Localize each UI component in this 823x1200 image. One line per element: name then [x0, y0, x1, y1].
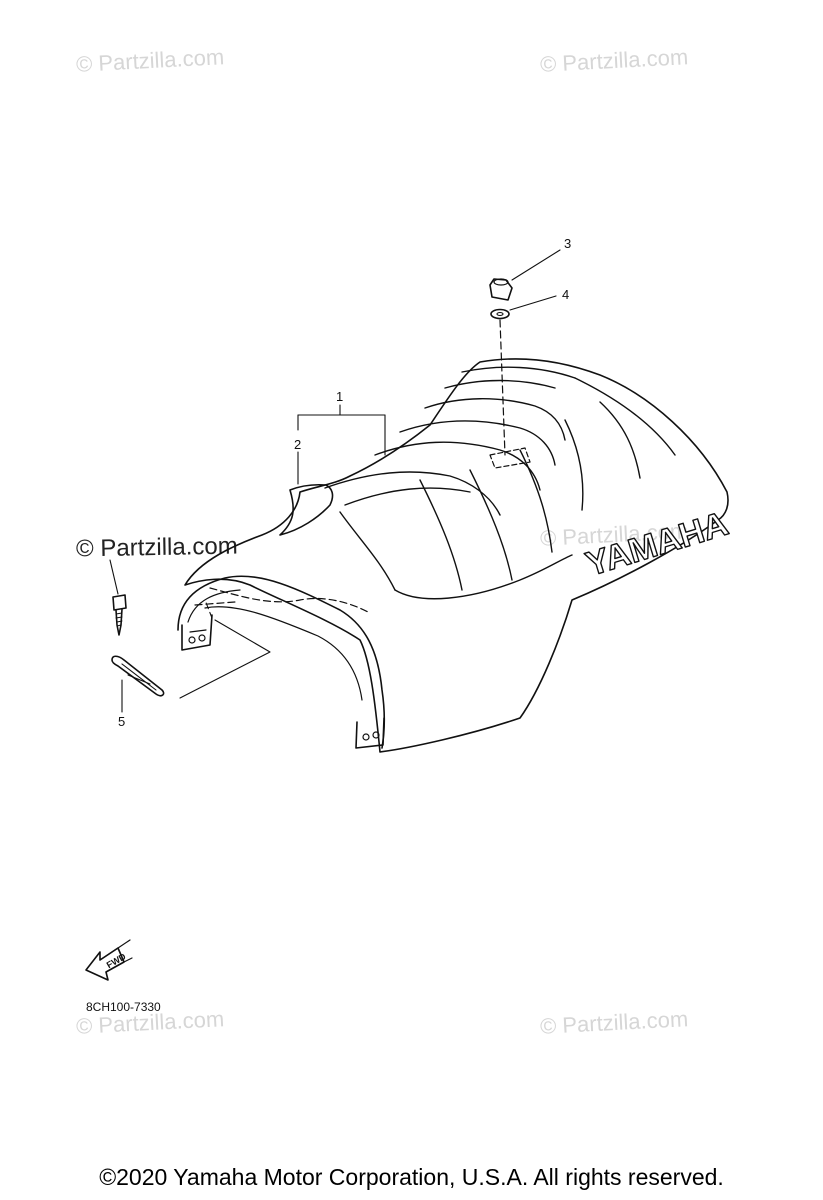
diagram-code: 8CH100-7330: [86, 1000, 161, 1014]
nut-part: [489, 278, 513, 301]
forward-direction-arrow: FWD: [85, 939, 133, 981]
callout-1: 1: [336, 389, 343, 404]
screw-part: [109, 559, 127, 636]
leader-lines: [121, 249, 561, 713]
copyright-notice: ©2020 Yamaha Motor Corporation, U.S.A. A…: [99, 1164, 724, 1190]
callout-3: 3: [564, 236, 571, 251]
clip-part: [111, 655, 165, 697]
callout-5: 5: [118, 714, 125, 729]
yamaha-brand-text: YAMAHA: [582, 505, 733, 584]
callout-4: 4: [562, 287, 569, 302]
callout-2: 2: [294, 437, 301, 452]
seat-assembly: YAMAHA: [177, 319, 733, 753]
washer-part: [490, 308, 510, 320]
